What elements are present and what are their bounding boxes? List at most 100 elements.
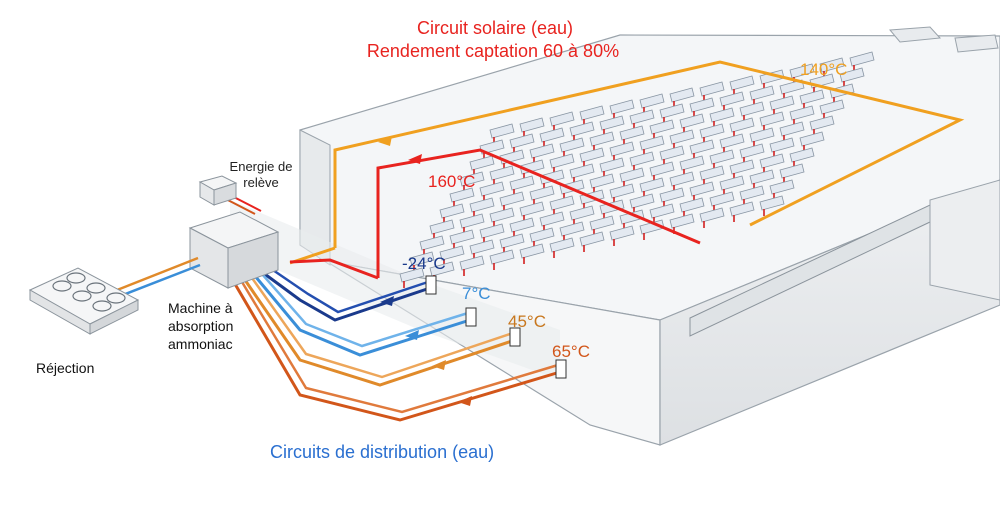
title-line-1: Circuit solaire (eau) — [416, 18, 574, 38]
solar-collector-panel — [489, 249, 515, 265]
circuit-65-pipe — [233, 283, 561, 422]
solar-collector-panel — [749, 85, 775, 101]
solar-collector-panel — [789, 147, 815, 163]
solar-collector-panel — [429, 261, 455, 277]
solar-collector-panel — [669, 213, 695, 229]
solar-collector-panel — [549, 195, 575, 211]
solar-collector-panel — [719, 91, 745, 107]
solar-collector-panel — [729, 75, 755, 91]
solar-collector-panel — [649, 119, 675, 135]
roof-vent — [954, 34, 999, 53]
solar-collector-panel — [599, 115, 625, 131]
solar-collector-panel — [779, 79, 805, 95]
solar-collector-panel — [589, 215, 615, 231]
solar-collector-panel — [439, 245, 465, 261]
solar-collector-panel — [609, 225, 635, 241]
solar-collector-panel — [629, 109, 655, 125]
solar-collector-panel — [579, 231, 605, 247]
solar-collector-panel — [469, 155, 495, 171]
solar-collector-panel — [799, 131, 825, 147]
solar-collector-panel — [729, 117, 755, 133]
backup-energy-unit — [198, 175, 262, 215]
temp-140-label: 140°C — [800, 60, 848, 79]
machine-side — [227, 231, 279, 289]
solar-collector-panel — [609, 99, 635, 115]
circuit-7-arrow — [405, 330, 419, 340]
solar-loop-140 — [333, 60, 965, 248]
solar-collector-panel — [549, 237, 575, 253]
distribution-pipes — [233, 266, 567, 422]
solar-collector-panel — [739, 185, 765, 201]
rejection-label: Réjection — [36, 360, 95, 376]
solar-collector-panel — [689, 139, 715, 155]
solar-collector-panel — [709, 149, 735, 165]
solar-collector-panel — [529, 227, 555, 243]
solar-collector-panel — [599, 157, 625, 173]
solar-collector-panel — [849, 51, 875, 67]
solar-collector-panel — [739, 143, 765, 159]
solar-collector-panel — [659, 145, 685, 161]
solar-collector-panel — [569, 205, 595, 221]
solar-collector-panel — [499, 191, 525, 207]
solar-collector-panel — [569, 163, 595, 179]
solar-collector-panel — [789, 63, 815, 79]
solar-collector-panel — [489, 123, 515, 139]
solar-collector-panel — [539, 211, 565, 227]
solar-collector-panel — [819, 99, 845, 115]
solar-collector-panel — [469, 197, 495, 213]
solar-collector-panel — [689, 97, 715, 113]
solar-collector-panel — [619, 125, 645, 141]
machine-label-line-3: ammoniac — [168, 336, 233, 352]
solar-collector-panel — [699, 207, 725, 223]
solar-collector-panel — [739, 101, 765, 117]
solar-collector-panel — [449, 229, 475, 245]
solar-collector-panel — [459, 213, 485, 229]
solar-collector-panel — [609, 141, 635, 157]
solar-collector-panel — [769, 137, 795, 153]
solar-collector-panel — [519, 243, 545, 259]
solar-collector-panel — [419, 235, 445, 251]
solar-collector-panel — [629, 151, 655, 167]
solar-collector-panel — [779, 121, 805, 137]
circuit-65-pipe-return — [240, 281, 559, 414]
solar-collector-panel — [509, 175, 535, 191]
solar-collector-panel — [529, 185, 555, 201]
building-rear-wing — [929, 179, 1000, 301]
solar-collector-panel — [579, 147, 605, 163]
fan-icon — [52, 272, 126, 312]
circuit-65-arrow — [458, 396, 472, 406]
solar-collector-panel — [709, 191, 735, 207]
circuit-minus24-arrow — [380, 296, 394, 306]
solar-collector-panel — [539, 169, 565, 185]
solar-collector-panel — [729, 201, 755, 217]
distribution-title: Circuits de distribution (eau) — [270, 442, 495, 462]
solar-collector-panel — [839, 67, 865, 83]
solar-collector-panel — [689, 181, 715, 197]
temp-45-label: 45°C — [508, 312, 546, 331]
solar-loops — [289, 60, 965, 280]
solar-collector-panel — [699, 81, 725, 97]
solar-collector-panel — [679, 155, 705, 171]
solar-loop-160-feed — [289, 258, 379, 280]
temp-65-label: 65°C — [552, 342, 590, 361]
solar-collector-panel — [519, 117, 545, 133]
solar-collector-panel — [579, 105, 605, 121]
solar-collector-panel — [769, 95, 795, 111]
solar-collector-panel — [489, 165, 515, 181]
solar-collector-panel — [789, 105, 815, 121]
solar-collector-panel — [519, 201, 545, 217]
circuit-7-pipe-return — [261, 273, 469, 348]
solar-collector-panel — [759, 111, 785, 127]
solar-loop-140-arrow — [378, 136, 392, 146]
solar-collector-panel — [659, 103, 685, 119]
temp-160-label: 160°C — [428, 172, 476, 191]
title-line-2: Rendement captation 60 à 80% — [366, 41, 620, 61]
solar-loop-160 — [376, 148, 701, 278]
solar-collector-panel — [719, 175, 745, 191]
solar-collector-panel — [559, 137, 585, 153]
solar-collector-panel — [659, 187, 685, 203]
temp-minus24-label: -24°C — [402, 254, 446, 273]
solar-collector-panel — [589, 131, 615, 147]
solar-collector-panel — [549, 153, 575, 169]
solar-loop-160-arrow — [408, 154, 422, 164]
